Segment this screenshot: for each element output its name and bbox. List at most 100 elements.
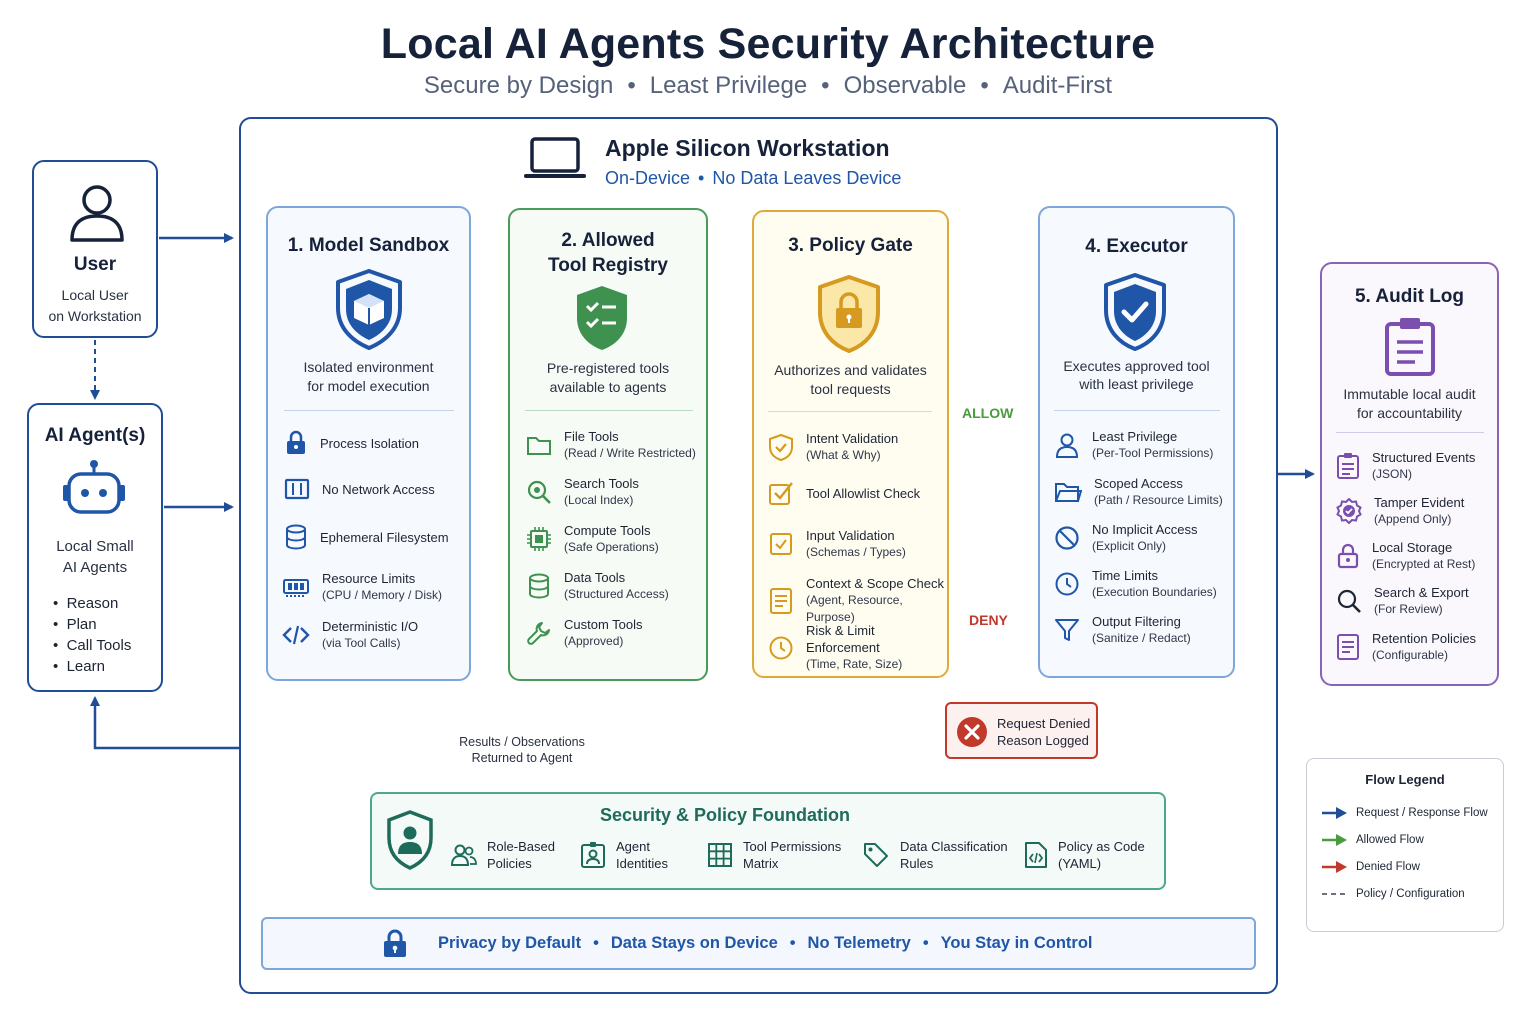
policy-item: Intent Validation(What & Why) [768,430,898,464]
audit-item: Local Storage(Encrypted at Rest) [1336,539,1475,573]
executor-item: No Implicit Access(Explicit Only) [1054,521,1197,555]
executor-item: Time Limits(Execution Boundaries) [1054,567,1217,601]
id-badge-icon [581,842,605,868]
form-check-icon [770,533,792,555]
user-title: User [73,254,117,275]
database-icon [529,573,549,599]
subtitle-item: Secure by Design [423,72,614,99]
checkbox-icon [769,482,793,505]
user-desc-2: on Workstation [48,308,142,324]
legend-item: Denied Flow [1322,860,1420,874]
executor-panel: 4. Executor Executes approved tool with … [1038,206,1235,678]
policy-item: Context & Scope Check(Agent, Resource, P… [768,575,947,626]
sandbox-desc-1: Isolated environment [303,359,434,375]
robot-icon [63,460,125,514]
sandbox-item: Deterministic I/O(via Tool Calls) [282,618,418,652]
shield-check-icon [1104,273,1166,351]
audit-title: 5. Audit Log [1354,286,1465,307]
executor-item: Scoped Access(Path / Resource Limits) [1054,475,1223,509]
privacy-bar [261,917,1256,970]
divider [1336,432,1484,433]
agent-bullets: • Reason • Plan • Call Tools • Learn [53,593,131,677]
cpu-icon [527,527,551,551]
shield-user-icon [387,810,433,870]
audit-desc-2: for accountability [1356,405,1463,421]
filter-icon [1055,619,1079,641]
lock-icon [384,929,406,957]
database-icon [286,524,306,550]
legend-arrow-blue [1322,807,1347,819]
legend-title: Flow Legend [1365,772,1445,787]
agent-bullet: • Plan [53,616,97,633]
agent-bullet: • Reason [53,595,119,612]
registry-item: Compute Tools(Safe Operations) [526,522,659,556]
registry-desc-2: available to agents [549,379,667,395]
page-title: Local AI Agents Security Architecture [380,20,1156,68]
policy-gate-panel: 3. Policy Gate Authorizes and validates … [752,210,949,678]
executor-item: Least Privilege(Per-Tool Permissions) [1054,428,1213,462]
registry-title-1: 2. Allowed [561,230,655,251]
audit-item: Search & Export(For Review) [1336,584,1469,618]
sandbox-title: 1. Model Sandbox [287,235,450,256]
audit-log-panel: 5. Audit Log Immutable local audit for a… [1320,262,1499,686]
document-icon [770,587,792,614]
legend-arrow-green [1322,834,1347,846]
user-desc-1: Local User [61,287,129,303]
divider [284,410,454,411]
executor-title: 4. Executor [1085,236,1188,257]
audit-item: Structured Events(JSON) [1336,449,1475,483]
code-icon [282,625,310,645]
denied-line-2: Reason Logged [997,733,1089,748]
shield-check-icon [769,433,793,461]
allow-label: ALLOW [962,405,1014,421]
foundation-item: Policy as Code(YAML) [1024,838,1145,872]
user-icon [1055,433,1079,458]
shield-lock-icon [818,275,880,353]
ai-agent-box: AI Agent(s) Local Small AI Agents • Reas… [27,403,163,692]
results-note: Results / Observations Returned to Agent [459,735,585,765]
agent-bullet: • Call Tools [53,637,132,654]
search-icon [1337,589,1361,613]
legend-dashed-line [1322,893,1347,895]
clock-icon [769,636,793,659]
request-denied-box: Request Denied Reason Logged [945,702,1098,759]
subtitle-item: Least Privilege [649,72,808,99]
sandbox-item: Ephemeral Filesystem [284,524,449,550]
privacy-statement: Privacy by Default•Data Stays on Device•… [438,934,1093,952]
executor-desc-1: Executes approved tool [1063,358,1210,374]
document-list-icon [1337,453,1359,479]
audit-item: Retention Policies(Configurable) [1336,630,1476,664]
audit-desc-1: Immutable local audit [1343,386,1476,402]
model-sandbox-panel: 1. Model Sandbox Isolated environment fo… [266,206,471,681]
shield-checklist-icon [577,286,627,350]
agent-desc-2: AI Agents [62,559,128,576]
registry-item: Custom Tools(Approved) [526,616,643,650]
lock-icon [287,430,305,454]
registry-item: File Tools(Read / Write Restricted) [526,428,696,462]
executor-desc-2: with least privilege [1079,376,1194,392]
workstation-subtitle: On-Device•No Data Leaves Device [605,168,902,188]
memory-chip-icon [283,579,309,597]
security-foundation-box [370,792,1166,890]
deny-label: DENY [969,612,1008,628]
workstation-title: Apple Silicon Workstation [605,135,890,161]
subtitle-item: Observable [843,72,967,99]
error-icon [957,717,987,747]
registry-item: Data Tools(Structured Access) [526,569,669,603]
page-subtitle: Secure by Design•Least Privilege•Observa… [423,72,1113,99]
grid-matrix-icon [708,843,732,867]
seal-check-icon [1336,498,1362,524]
agent-title: AI Agent(s) [44,425,146,446]
search-icon [527,480,551,504]
wrench-icon [527,622,550,645]
registry-desc-1: Pre-registered tools [546,360,670,376]
code-file-icon [1025,842,1047,868]
legend-arrow-red [1322,861,1347,873]
divider [525,410,693,411]
users-icon [451,844,477,866]
sandbox-item: Process Isolation [284,430,419,456]
laptop-icon [524,137,586,178]
executor-item: Output Filtering(Sanitize / Redact) [1054,613,1191,647]
